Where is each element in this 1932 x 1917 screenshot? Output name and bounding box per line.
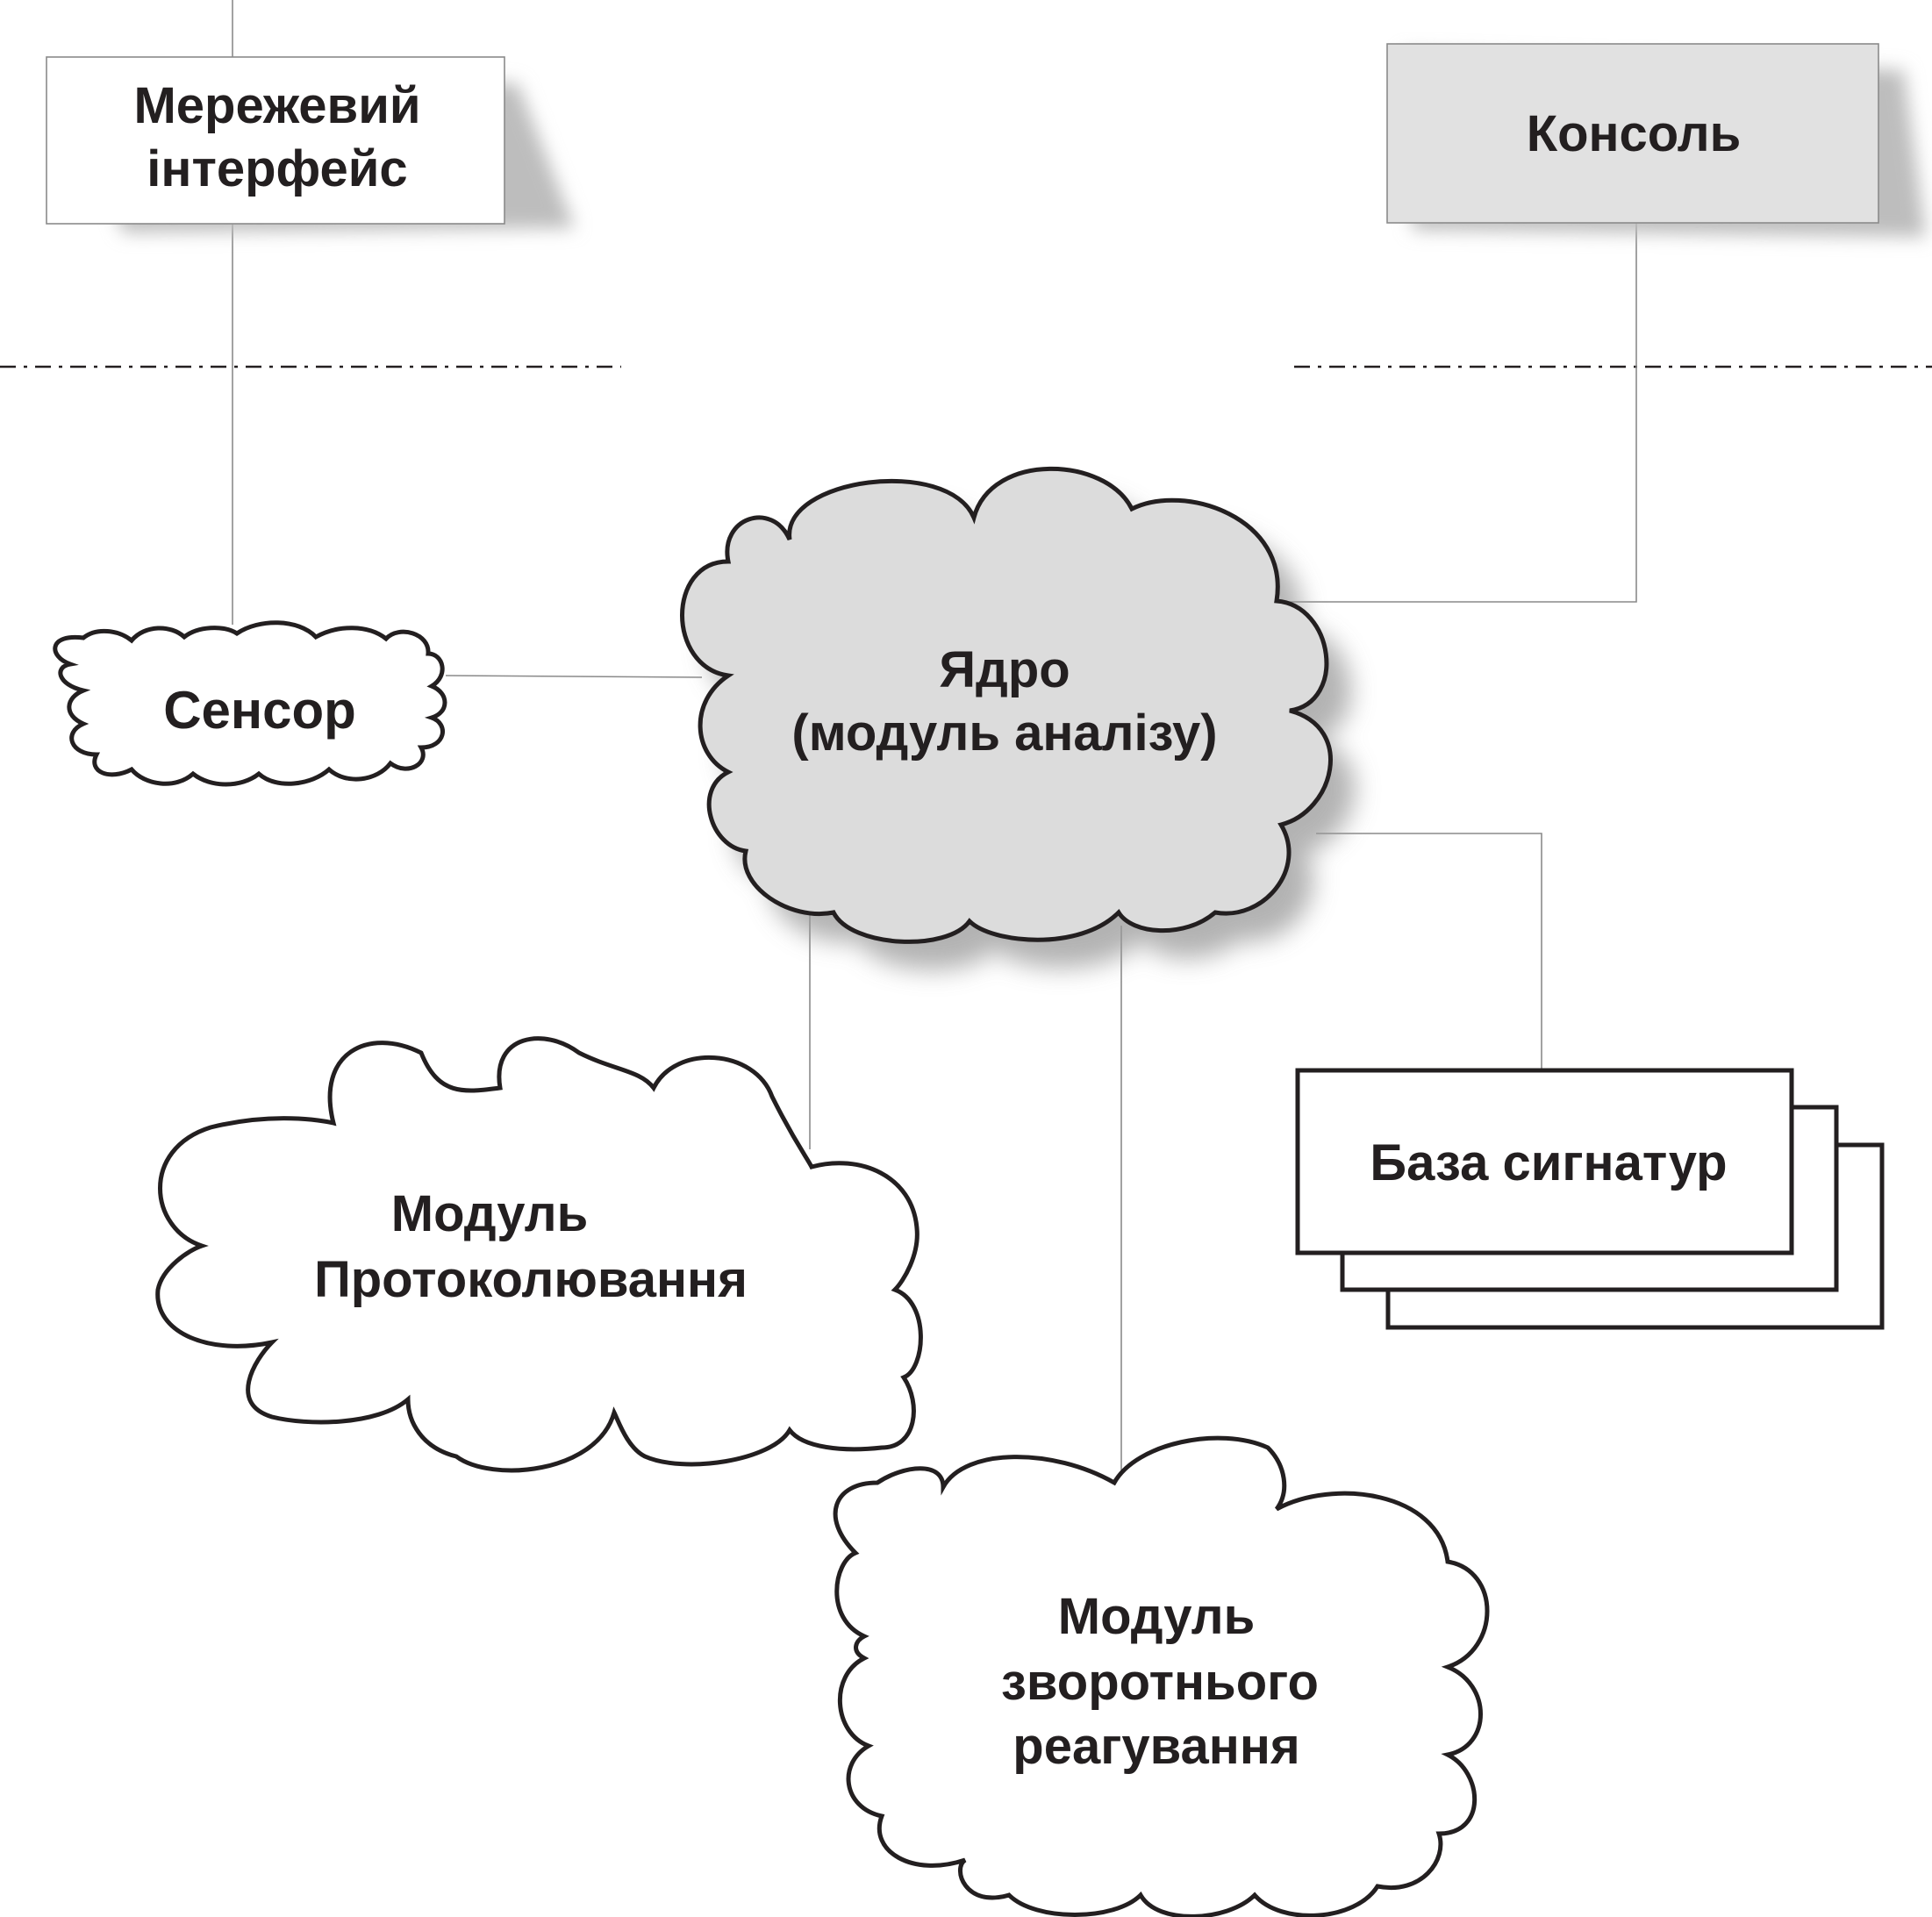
network-interface-label-line1: Мережевий xyxy=(133,77,420,134)
core-cloud xyxy=(680,466,1333,944)
logging-module-label-line1: Модуль xyxy=(391,1185,589,1242)
sensor-cloud xyxy=(53,620,447,787)
console-label: Консоль xyxy=(1527,105,1742,162)
network-interface-node: Мережевий інтерфейс xyxy=(46,56,575,232)
sensor-label: Сенсор xyxy=(163,681,356,740)
signature-db-label: База сигнатур xyxy=(1370,1134,1727,1191)
logging-module-cloud xyxy=(155,1036,923,1473)
core-label-line1: Ядро xyxy=(939,641,1070,698)
response-module-label-line1: Модуль xyxy=(1058,1588,1256,1645)
console-box xyxy=(1386,43,1879,224)
response-module-cloud xyxy=(833,1435,1490,1917)
signature-db-page-front xyxy=(1295,1068,1794,1255)
network-interface-box xyxy=(46,56,505,225)
signature-db-node: База сигнатур xyxy=(1295,1068,1885,1330)
console-node: Консоль xyxy=(1386,43,1926,237)
logging-module-label-line2: Протоколювання xyxy=(314,1251,748,1308)
connector-console-to-core xyxy=(1283,222,1637,603)
connector-sensor-to-core xyxy=(445,675,703,678)
response-module-node: Модуль зворотнього реагування xyxy=(833,1435,1490,1917)
core-node: Ядро (модуль аналізу) xyxy=(680,466,1356,970)
response-module-label-line2: зворотнього xyxy=(1001,1654,1319,1711)
connectors xyxy=(232,0,1637,1487)
connector-core-to-signature-db xyxy=(1316,833,1542,1069)
core-label-line2: (модуль аналізу) xyxy=(791,705,1217,762)
response-module-label-line3: реагування xyxy=(1013,1718,1299,1775)
network-interface-label-line2: інтерфейс xyxy=(147,140,407,197)
logging-module-node: Модуль Протоколювання xyxy=(155,1036,923,1473)
sensor-node: Сенсор xyxy=(53,620,447,787)
